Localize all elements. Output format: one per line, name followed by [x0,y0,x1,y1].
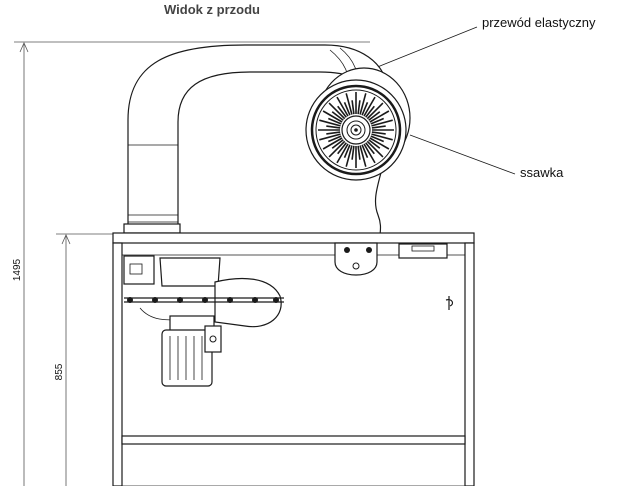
grille-spoke [359,93,367,115]
fan-housing [159,257,221,287]
nozzle-grille-spokes [318,92,394,168]
table-height-dimension: 855 [54,233,116,486]
grille-spoke [328,140,346,158]
table-height-arrow [61,234,71,245]
grille-spoke [345,93,353,115]
grille-spoke [319,133,341,141]
left-leg [112,242,123,486]
grille-spoke [366,102,384,120]
grille-spoke [370,117,385,125]
grille-spoke [371,119,393,127]
grille-spoke [322,137,343,150]
grille-spoke [365,142,375,155]
grille-spoke [322,110,343,123]
grille-spoke [368,111,381,121]
grille-spoke [326,125,341,129]
total-height-value: 1495 [12,258,23,281]
grille-spoke [343,144,351,159]
grille-spoke [336,143,349,164]
grille-spoke [371,131,386,135]
table-height-value: 855 [54,363,65,380]
grille-spoke [343,101,351,116]
nozzle-callout-label: ssawka [520,165,564,180]
grille-spoke [351,145,355,160]
grille-spoke [337,142,347,155]
grille-spoke [357,145,361,160]
terminal-box [204,325,222,353]
grille-spoke [351,100,355,115]
grille-spoke [363,96,376,117]
nozzle-leader-line [409,134,516,175]
fan-unit [123,255,284,387]
view-title: Widok z przodu [164,2,260,17]
right-leg [464,242,475,486]
grille-spoke [345,145,353,167]
switch-box [123,255,155,285]
grille-spoke [327,117,342,125]
grille-spoke [370,135,385,143]
grille-spoke [366,140,384,158]
grille-spoke [357,100,361,115]
nozzle-cable [374,164,384,237]
grille-spoke [369,110,390,123]
tabletop [112,232,475,244]
grille-spoke [331,139,344,149]
total-height-arrow [19,42,29,53]
grille-spoke [337,105,347,118]
side-hook [445,296,454,310]
grille-spoke [336,96,349,117]
suction-nozzle [305,67,411,181]
motor [161,329,213,387]
lower-shelf [121,435,466,445]
grille-spoke [368,139,381,149]
grille-spoke [319,119,341,127]
grille-spoke [369,137,390,150]
grille-spoke [331,111,344,121]
hose-callout-label: przewód elastyczny [482,15,596,30]
grille-spoke [326,131,341,135]
grille-spoke [361,144,369,159]
grille-spoke [327,135,342,143]
grille-spoke [371,125,386,129]
grille-spoke [359,145,367,167]
grille-spoke [371,133,393,141]
total-height-dimension: 1495 [12,41,370,486]
grille-spoke [328,102,346,120]
grille-spoke [361,101,369,116]
grille-spoke [365,105,375,118]
grille-spoke [363,143,376,164]
volute [214,277,282,328]
table [112,223,475,486]
